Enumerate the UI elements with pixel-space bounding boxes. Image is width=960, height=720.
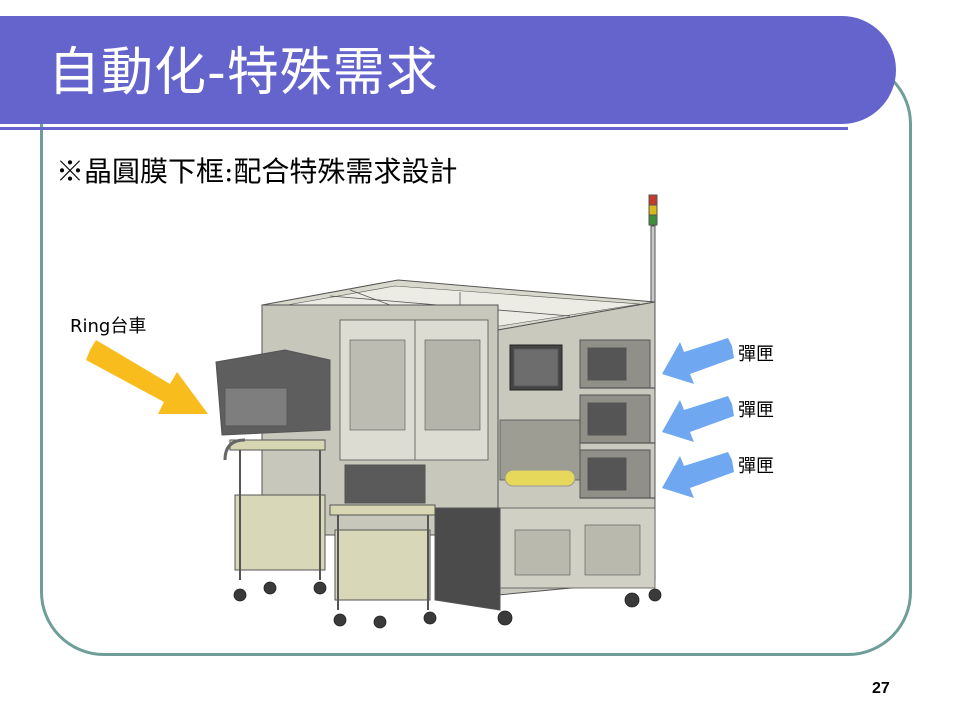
title-band <box>0 16 896 124</box>
title-underline <box>0 127 848 130</box>
ring-cart-front <box>334 529 431 601</box>
arrow-down-right-icon <box>86 340 208 414</box>
wafer-frame-unloader-machine-illustration <box>215 194 662 629</box>
casters <box>233 581 662 629</box>
slide-title: 自動化-特殊需求 <box>48 43 439 103</box>
signal-tower-pole <box>650 225 656 305</box>
arrow-down-left-icon <box>662 396 734 442</box>
page-number: 27 <box>872 680 890 697</box>
magazine-label-2: 彈匣 <box>738 400 774 421</box>
magazine-label-3: 彈匣 <box>738 456 774 477</box>
magazine-label-1: 彈匣 <box>738 344 774 365</box>
roller <box>504 469 576 487</box>
signal-light-green <box>648 214 658 226</box>
slide-subtitle: ※晶圓膜下框:配合特殊需求設計 <box>56 155 458 188</box>
signal-light-red <box>648 194 658 206</box>
ring-cart-front-cover <box>344 464 426 504</box>
arrow-down-left-icon <box>662 452 734 498</box>
signal-light-yellow <box>648 204 658 216</box>
ring-cart-label: Ring台車 <box>70 316 147 337</box>
arrow-down-left-icon <box>662 338 734 384</box>
ring-cart-left <box>234 494 326 571</box>
side-panel <box>434 507 501 611</box>
